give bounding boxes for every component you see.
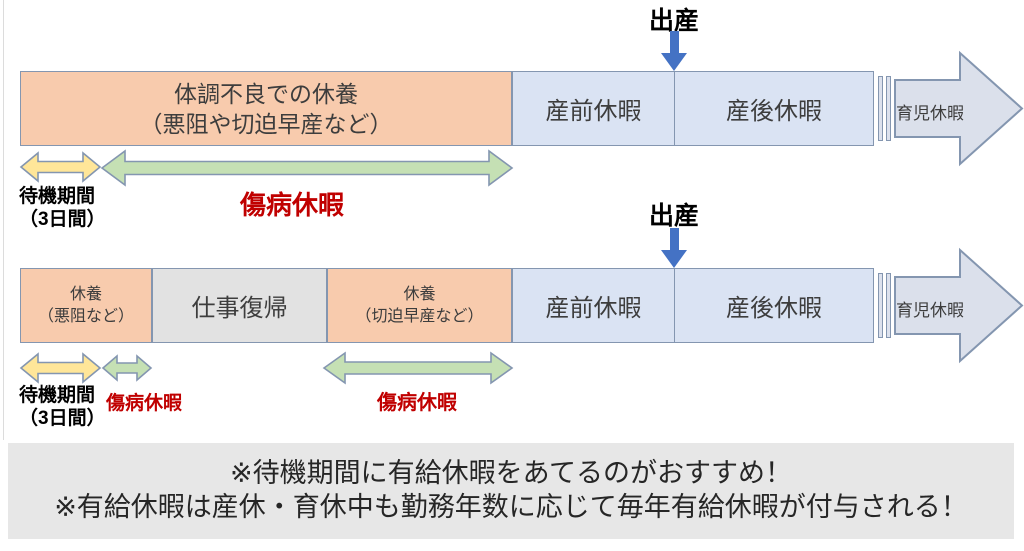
rest-box-2b-line2: （切迫早産など） <box>355 307 484 325</box>
prenatal-box-1: 産前休暇 <box>512 71 675 146</box>
birth-label-1: 出産 <box>648 7 699 35</box>
note-line-2: ※有給休暇は産休・育休中も勤務年数に応じて毎年有給休暇が付与される！ <box>54 492 968 522</box>
postnatal-label-2: 産後休暇 <box>726 295 822 322</box>
childcare-label-2: 育児休暇 <box>896 301 964 320</box>
work-return-label: 仕事復帰 <box>191 295 288 322</box>
sick-leave-arrow-2-left <box>101 354 153 382</box>
waiting-period-label-2: 待機期間 （3日間） <box>19 384 106 430</box>
waiting-period-label-1: 待機期間 （3日間） <box>19 185 106 231</box>
prenatal-label-2: 産前休暇 <box>545 295 642 322</box>
rest-box-1-line1: 体調不良での休養 <box>174 80 358 107</box>
rest-box-2a: 休養 （悪阻など） <box>20 268 152 343</box>
sick-leave-arrow-2-mid <box>322 351 514 385</box>
prenatal-box-2: 産前休暇 <box>512 268 675 343</box>
pause-bar-2a <box>878 273 883 338</box>
birth-arrow-head-2 <box>661 250 687 268</box>
sick-leave-label-1: 傷病休暇 <box>239 190 344 220</box>
work-return-box: 仕事復帰 <box>152 268 327 343</box>
waiting-period-label-2-line2: （3日間） <box>19 408 106 429</box>
birth-arrow-shaft-2 <box>670 228 679 250</box>
sick-leave-label-2-left: 傷病休暇 <box>106 393 183 414</box>
waiting-period-label-1-line2: （3日間） <box>19 209 106 230</box>
sick-leave-arrow-1 <box>100 149 514 187</box>
birth-arrow-shaft-1 <box>670 31 679 53</box>
waiting-period-arrow-2 <box>19 352 102 384</box>
childcare-arrow-1 <box>894 50 1024 167</box>
sick-leave-label-2-mid: 傷病休暇 <box>377 392 457 414</box>
childcare-arrow-2 <box>894 247 1024 364</box>
rest-box-2b-line1: 休養 <box>403 285 436 303</box>
rest-box-2a-line2: （悪阻など） <box>37 307 134 325</box>
waiting-period-label-2-line1: 待機期間 <box>19 385 96 406</box>
note-line-1: ※待機期間に有給休暇をあてるのがおすすめ！ <box>229 458 793 488</box>
rest-box-2b: 休養 （切迫早産など） <box>327 268 512 343</box>
prenatal-label-1: 産前休暇 <box>545 98 642 125</box>
waiting-period-label-1-line1: 待機期間 <box>19 186 96 207</box>
pause-bar-1b <box>886 76 891 141</box>
rest-box-2a-line1: 休養 <box>69 285 102 303</box>
rest-box-1: 体調不良での休養 （悪阻や切迫早産など） <box>20 71 512 146</box>
note-box: ※待機期間に有給休暇をあてるのがおすすめ！ ※有給休暇は産休・育休中も勤務年数に… <box>8 443 1014 539</box>
pause-bar-1a <box>878 76 883 141</box>
left-edge-line <box>3 0 4 440</box>
rest-box-1-line2: （悪阻や切迫早産など） <box>139 110 393 137</box>
birth-arrow-head-1 <box>661 53 687 71</box>
birth-label-2: 出産 <box>648 202 699 230</box>
postnatal-box-2: 産後休暇 <box>674 268 874 343</box>
postnatal-label-1: 産後休暇 <box>726 98 822 125</box>
pause-bar-2b <box>886 273 891 338</box>
childcare-label-1: 育児休暇 <box>896 104 964 123</box>
waiting-period-arrow-1 <box>19 151 102 183</box>
postnatal-box-1: 産後休暇 <box>674 71 874 146</box>
